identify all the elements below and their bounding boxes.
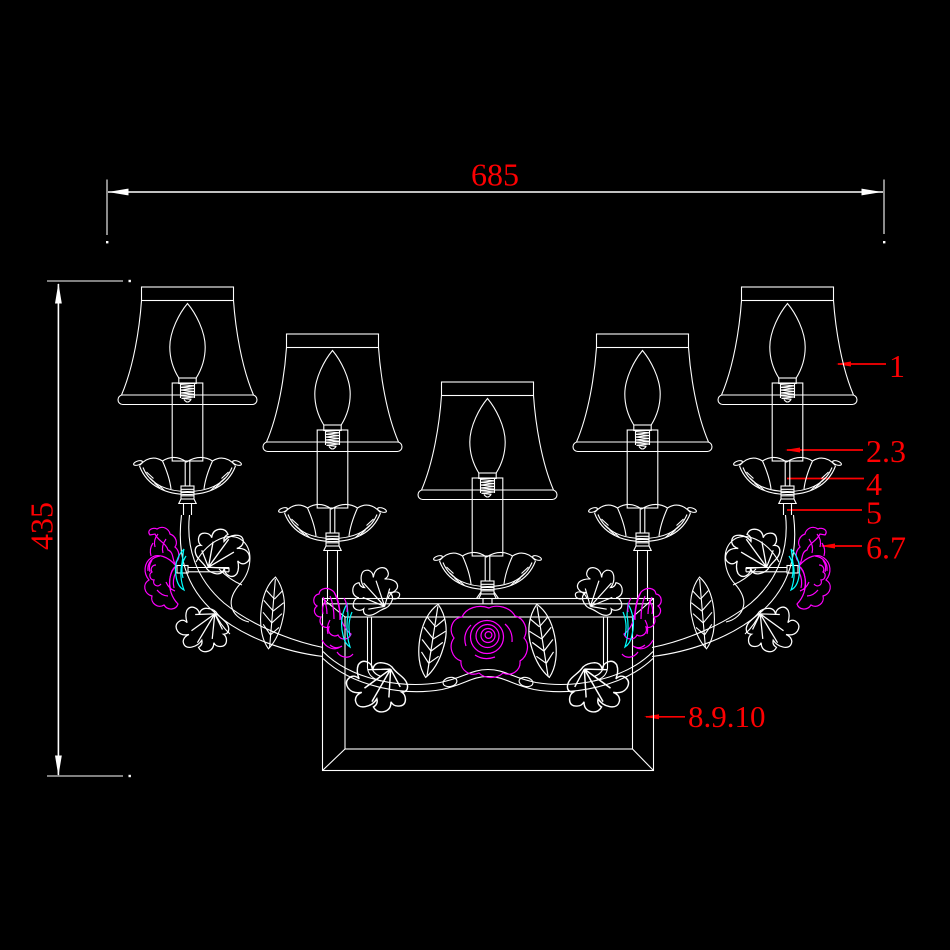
svg-text:1: 1: [889, 348, 905, 384]
svg-text:685: 685: [471, 157, 519, 193]
svg-text:435: 435: [24, 502, 60, 550]
svg-text:2.3: 2.3: [866, 433, 906, 469]
svg-text:5: 5: [866, 495, 882, 531]
svg-text:8.9.10: 8.9.10: [688, 699, 766, 734]
svg-text:4: 4: [866, 466, 882, 502]
svg-text:6.7: 6.7: [866, 530, 906, 566]
